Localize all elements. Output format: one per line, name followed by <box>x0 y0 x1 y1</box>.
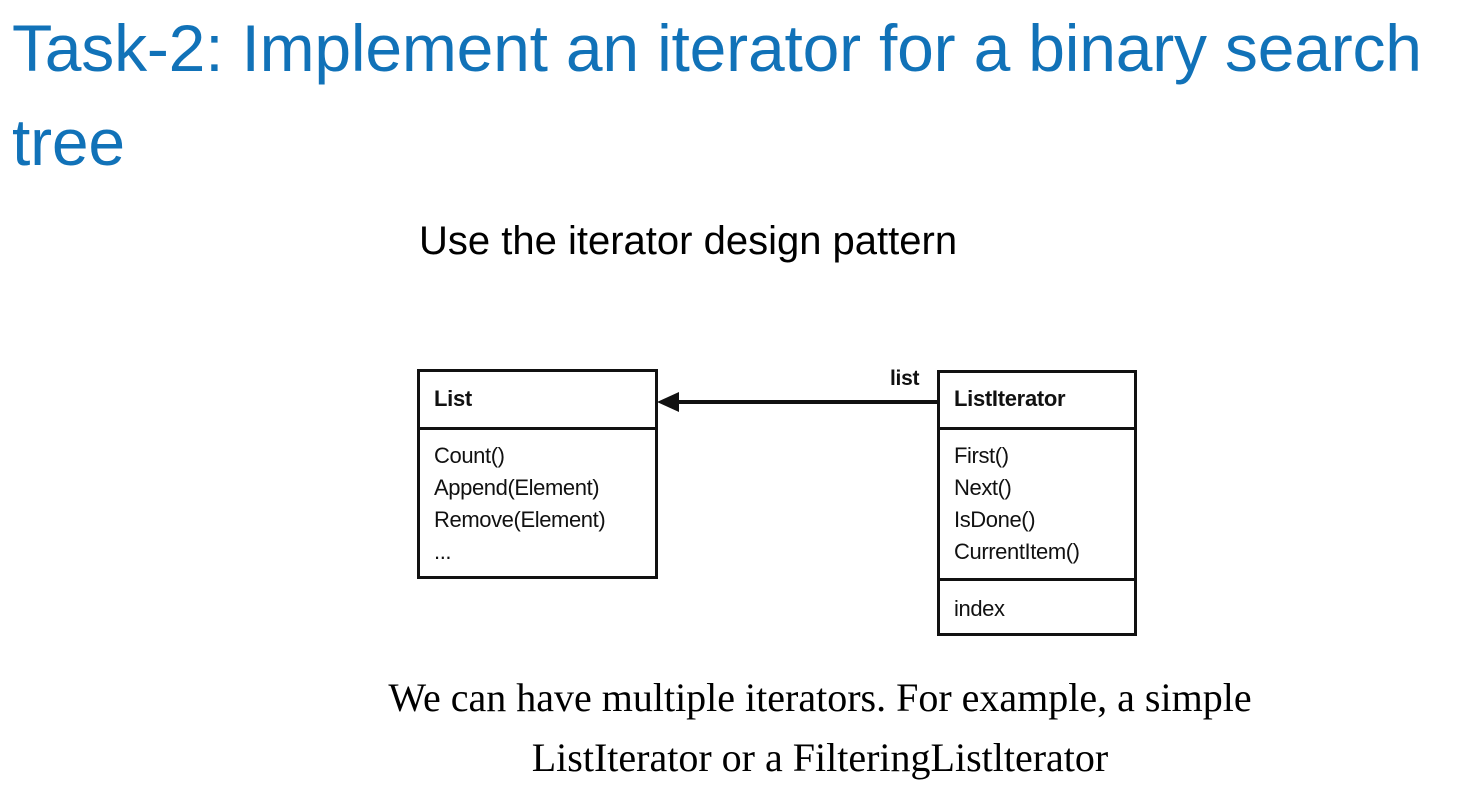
caption-block: We can have multiple iterators. For exam… <box>295 668 1345 788</box>
uml-member: ... <box>434 538 452 564</box>
uml-attribute: index <box>954 596 1005 622</box>
arrow-left-icon <box>657 392 679 412</box>
uml-class-list-name: List <box>434 385 472 411</box>
uml-class-listiterator: ListIterator First() Next() IsDone() Cur… <box>937 370 1137 636</box>
uml-class-listiterator-attributes: index <box>940 578 1134 639</box>
uml-class-list-header: List <box>420 372 655 427</box>
uml-member: Next() <box>954 474 1012 500</box>
uml-class-list: List Count() Append(Element) Remove(Elem… <box>417 369 658 579</box>
association-line <box>675 400 937 404</box>
uml-member: First() <box>954 443 1009 468</box>
uml-member: CurrentItem() <box>954 538 1080 564</box>
uml-class-listiterator-name: ListIterator <box>954 386 1066 411</box>
caption-line-2: ListIterator or a FilteringListlterator <box>531 735 1109 780</box>
page-title: Task-2: Implement an iterator for a bina… <box>12 11 1440 179</box>
uml-member: Append(Element) <box>434 474 600 500</box>
uml-member: Remove(Element) <box>434 506 606 532</box>
uml-member: IsDone() <box>954 506 1036 532</box>
uml-class-list-operations: Count() Append(Element) Remove(Element) … <box>420 427 655 582</box>
uml-member: Count() <box>434 443 505 468</box>
subtitle-text: Use the iterator design pattern <box>419 219 958 263</box>
association-role-label: list <box>890 367 920 390</box>
uml-class-listiterator-operations: First() Next() IsDone() CurrentItem() <box>940 427 1134 578</box>
caption-line-1: We can have multiple iterators. For exam… <box>388 675 1252 720</box>
uml-class-listiterator-header: ListIterator <box>940 373 1134 427</box>
